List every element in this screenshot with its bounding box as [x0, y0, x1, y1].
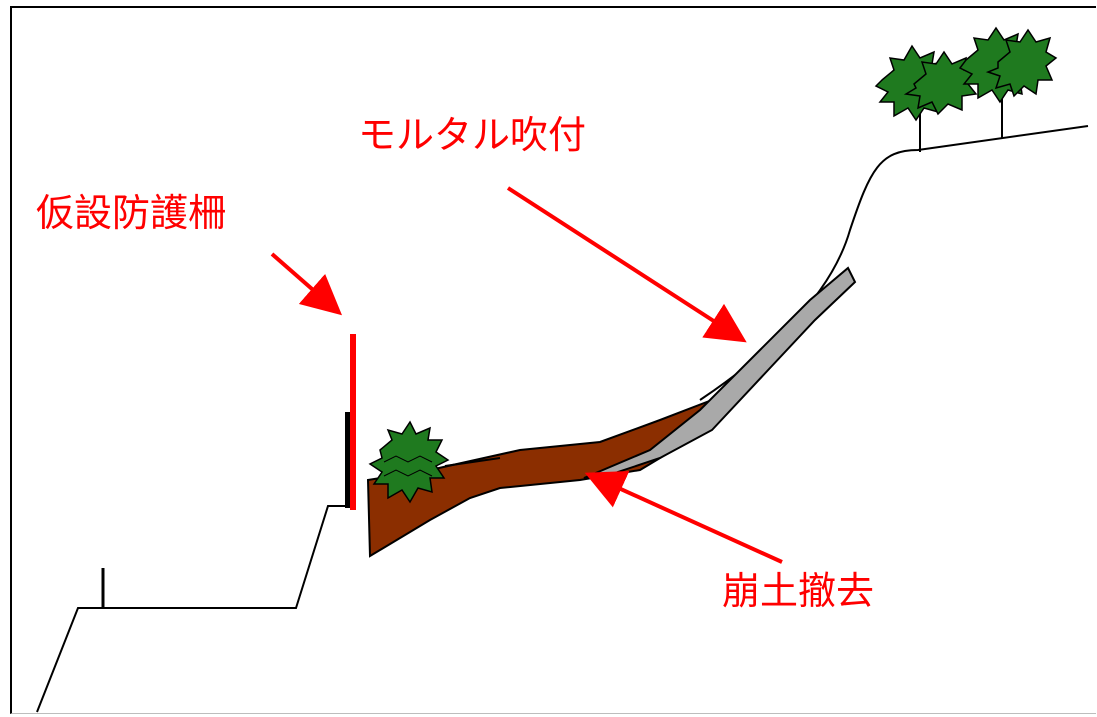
ground-line-lower	[36, 505, 352, 713]
mortar-arrow	[506, 186, 747, 343]
fence-arrow	[270, 252, 343, 316]
tree-icon	[874, 44, 978, 152]
mortar-layer	[583, 266, 857, 479]
diagram-frame	[10, 6, 1096, 714]
label-mortar-spray: モルタル吹付	[358, 113, 587, 157]
tree-icon	[958, 26, 1058, 138]
bush-icon	[368, 420, 450, 504]
label-temporary-fence: 仮設防護柵	[36, 191, 227, 235]
soil-surface-line	[444, 457, 501, 467]
label-soil-removal: 崩土撤去	[722, 569, 875, 613]
existing-barrier	[345, 412, 350, 508]
soil-removal-arrow	[584, 470, 783, 564]
temporary-fence	[350, 334, 356, 510]
